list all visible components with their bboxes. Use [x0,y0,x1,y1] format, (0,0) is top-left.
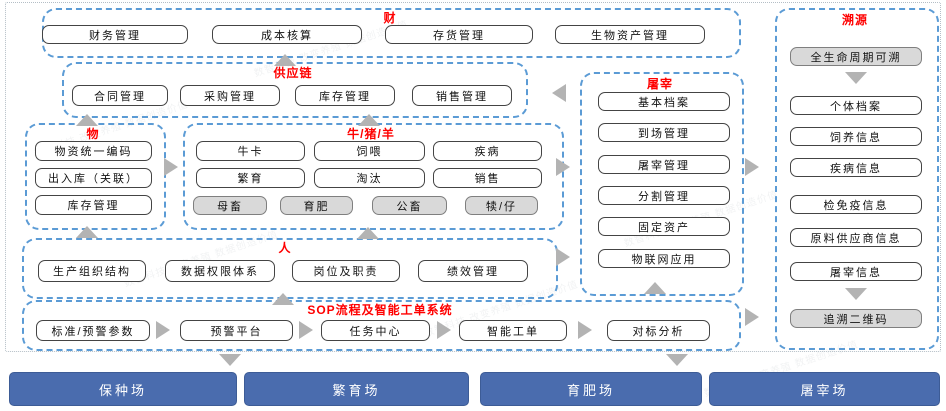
supply-box-1: 合同管理 [72,85,168,106]
section-sop [22,300,741,351]
arrow-right-icon [437,321,451,339]
farm-bar-breeding-stock: 保种场 [9,372,237,406]
sop-box-3: 任务中心 [321,320,430,341]
finance-box-2: 成本核算 [212,25,362,44]
slaughter-box-6: 物联网应用 [598,249,730,268]
arrow-right-icon [156,321,170,339]
sop-box-4: 智能工单 [459,320,567,341]
arrow-right-icon [578,321,592,339]
outer-frame [5,2,941,352]
trace-box-4: 检免疫信息 [790,195,922,214]
slaughter-box-4: 分割管理 [598,186,730,205]
arrow-left-icon [552,84,566,102]
arrow-up-icon [358,114,380,126]
arrow-down-icon [845,288,867,300]
section-material-label: 物 [86,127,100,141]
section-supply-chain-label: 供应链 [273,66,313,80]
farm-bar-reproduction: 繁育场 [244,372,469,406]
trace-box-qrcode: 追溯二维码 [790,309,922,328]
livestock-box-sales: 销售 [433,168,542,188]
arrow-up-icon [274,54,296,66]
finance-box-4: 生物资产管理 [555,25,705,44]
arrow-up-icon [76,226,98,238]
trace-box-5: 原料供应商信息 [790,228,922,247]
livestock-box-cow-card: 牛卡 [196,141,305,161]
arrow-up-icon [76,114,98,126]
livestock-box-disease: 疾病 [433,141,542,161]
material-box-1: 物资统一编码 [35,141,152,161]
people-box-4: 绩效管理 [418,260,528,282]
finance-box-1: 财务管理 [42,25,188,44]
arrow-right-icon [556,158,570,176]
trace-box-1: 个体档案 [790,96,922,115]
trace-box-6: 屠宰信息 [790,262,922,281]
arrow-right-icon [556,248,570,266]
material-box-2: 出入库（关联） [35,168,152,188]
people-box-1: 生产组织结构 [38,260,146,282]
arrow-down-icon [845,72,867,84]
trace-box-2: 饲养信息 [790,127,922,146]
livestock-box-calf: 犊/仔 [465,196,538,215]
sop-box-2: 预警平台 [180,320,293,341]
sop-box-5: 对标分析 [607,320,710,341]
trace-box-3: 疾病信息 [790,158,922,177]
section-slaughter [580,72,744,296]
supply-box-3: 库存管理 [295,85,395,106]
farm-bar-slaughter: 屠宰场 [709,372,940,406]
arrow-right-icon [299,321,313,339]
livestock-box-fattening: 育肥 [280,196,353,215]
arrow-right-icon [745,158,759,176]
section-slaughter-label: 屠宰 [646,77,674,91]
section-trace [775,8,939,350]
arrow-up-icon [272,293,294,305]
material-box-3: 库存管理 [35,195,152,215]
supply-box-4: 销售管理 [412,85,512,106]
arrow-up-icon [644,282,666,294]
arrow-up-icon [357,227,379,239]
section-livestock-label: 牛/猪/羊 [347,127,395,141]
livestock-box-culling: 淘汰 [314,168,425,188]
trace-box-lifecycle: 全生命周期可溯 [790,47,922,66]
section-people-label: 人 [278,241,292,255]
arrow-down-icon [666,354,688,366]
livestock-box-breeding: 繁育 [196,168,305,188]
livestock-box-sire: 公畜 [372,196,447,215]
farm-bar-fattening: 育肥场 [480,372,702,406]
arrow-down-icon [219,354,241,366]
supply-box-2: 采购管理 [180,85,280,106]
slaughter-box-3: 屠宰管理 [598,155,730,174]
section-finance-label: 财 [383,11,397,25]
sop-box-1: 标准/预警参数 [36,320,150,341]
section-sop-label: SOP流程及智能工单系统 [307,303,453,317]
finance-box-3: 存货管理 [385,25,533,44]
livestock-box-dam: 母畜 [193,196,267,215]
people-box-3: 岗位及职责 [292,260,400,282]
slaughter-box-5: 固定资产 [598,217,730,236]
arrow-right-icon [164,158,178,176]
slaughter-box-1: 基本档案 [598,92,730,111]
section-trace-label: 溯源 [841,13,869,27]
slaughter-box-2: 到场管理 [598,123,730,142]
livestock-box-feeding: 饲喂 [314,141,425,161]
arrow-right-icon [745,308,759,326]
people-box-2: 数据权限体系 [165,260,275,282]
